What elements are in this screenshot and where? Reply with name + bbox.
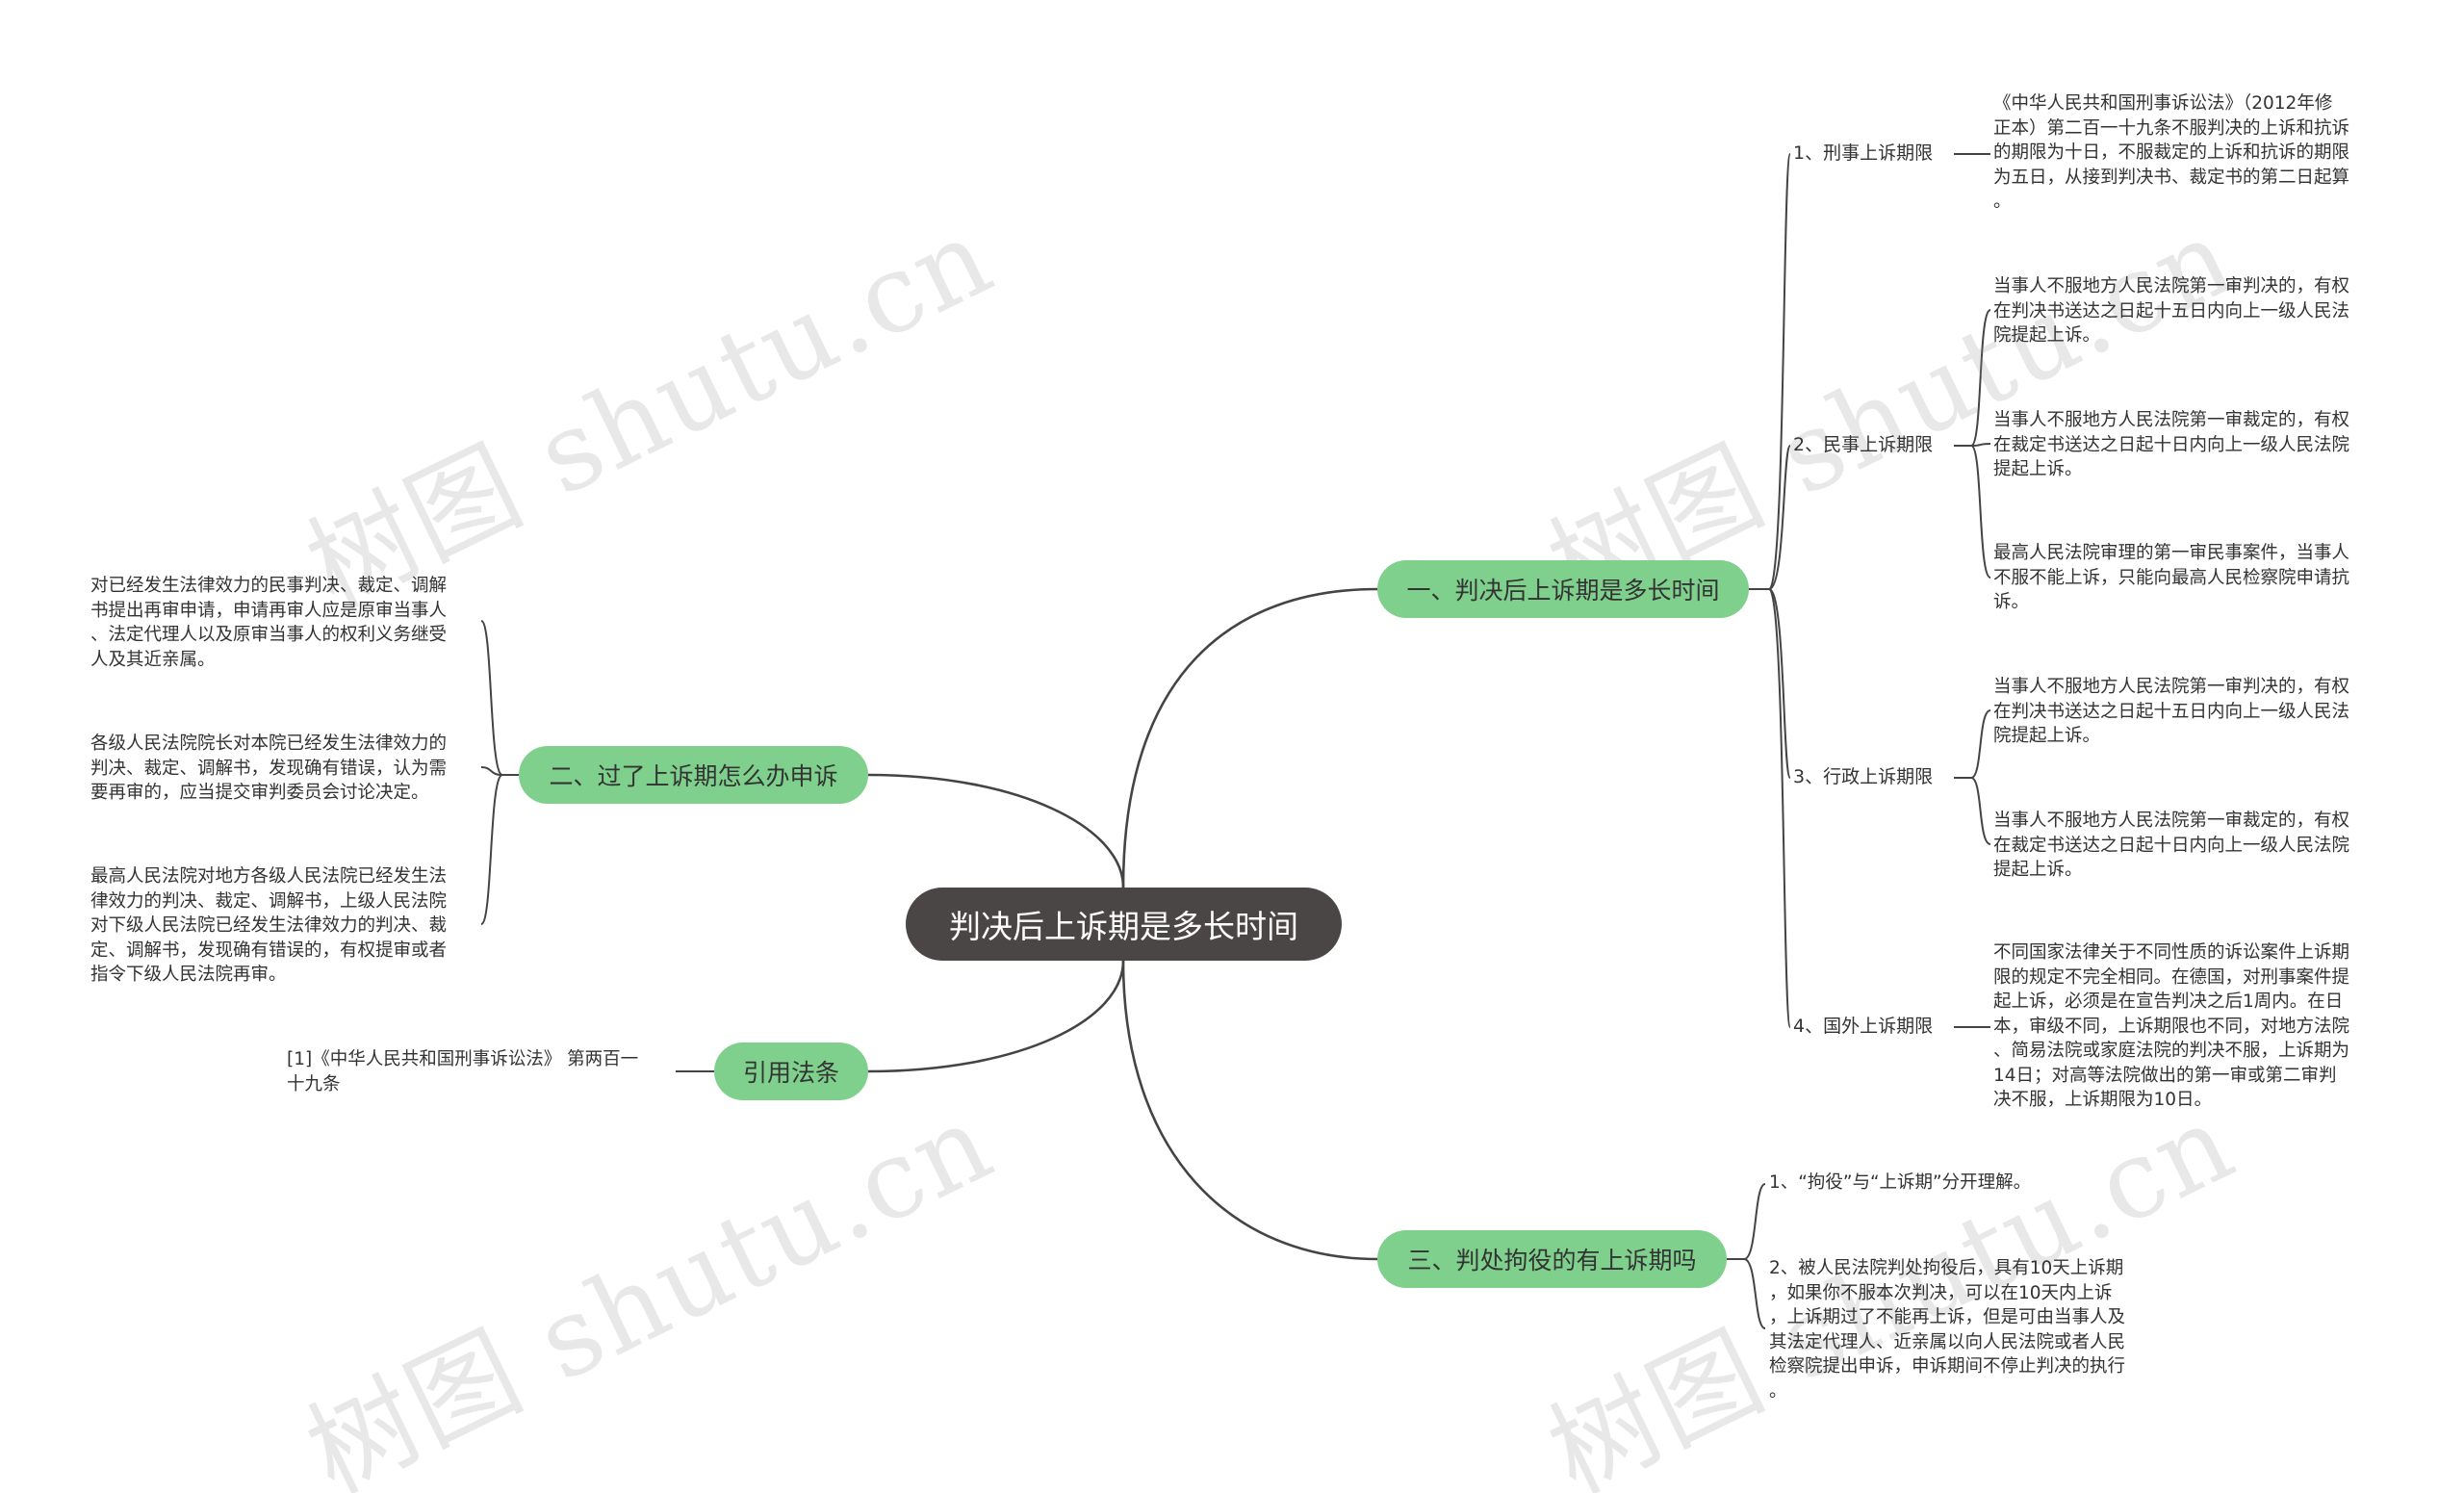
leaf-retrial-supreme-court: 最高人民法院对地方各级人民法院已经发生法 律效力的判决、裁定、调解书，上级人民法… [90,866,448,985]
sub-criminal-appeal[interactable]: 1、刑事上诉期限 [1793,142,1934,164]
edge-s3-leaf-b [1954,777,1991,845]
leaf-foreign-appeal-text: 不同国家法律关于不同性质的诉讼案件上诉期 限的规定不完全相同。在德国，对刑事案件… [1993,942,2350,1110]
leaf-admin-appeal-ruling: 当事人不服地方人民法院第一审裁定的，有权 在裁定书送达之日起十日内向上一级人民法… [1993,811,2350,880]
edge-b3-leaf-1 [1727,1183,1766,1260]
edge-b2-leaf-c [480,774,519,925]
edge-s3-leaf-a [1954,709,1991,779]
leaf-civil-appeal-judgment: 当事人不服地方人民法院第一审判决的，有权 在判决书送达之日起十五日内向上一级人民… [1993,276,2350,346]
edge-root-branch3 [1121,960,1378,1261]
leaf-civil-appeal-supreme: 最高人民法院审理的第一审民事案件，当事人 不服不能上诉，只能向最高人民检察院申请… [1993,543,2350,612]
edge-b1-s1 [1749,153,1791,590]
leaf-cited-law-text: [1]《中华人民共和国刑事诉讼法》 第两百一 十九条 [287,1049,639,1094]
leaf-civil-appeal-ruling: 当事人不服地方人民法院第一审裁定的，有权 在裁定书送达之日起十日内向上一级人民法… [1993,410,2350,479]
leaf-retrial-application: 对已经发生法律效力的民事判决、裁定、调解 书提出再审申请，申请再审人应是原审当事… [90,576,448,670]
edge-s2-leaf-a [1954,309,1991,447]
edge-b3-leaf-2 [1727,1258,1766,1329]
sub-civil-appeal[interactable]: 2、民事上诉期限 [1793,434,1934,455]
leaf-admin-appeal-judgment: 当事人不服地方人民法院第一审判决的，有权 在判决书送达之日起十五日内向上一级人民… [1993,677,2350,746]
edge-b2-leaf-a [480,620,519,776]
leaf-detention-point-1: 1、“拘役”与“上诉期”分开理解。 [1769,1172,2032,1193]
edge-s2-leaf-c [1954,445,1991,579]
edge-root-branch1 [1121,587,1378,888]
leaf-retrial-court-president: 各级人民法院院长对本院已经发生法律效力的 判决、裁定、调解书，发现确有错误，认为… [90,734,448,803]
leaf-detention-point-2: 2、被人民法院判处拘役后，具有10天上诉期 ，如果你不服本次判决，可以在10天内… [1769,1258,2126,1402]
leaf-criminal-appeal-text: 《中华人民共和国刑事诉讼法》（2012年修 正本）第二百一十九条不服判决的上诉和… [1993,93,2350,212]
branch-detention-appeal[interactable]: 三、判处拘役的有上诉期吗 [1377,1230,1727,1288]
branch-appeal-period[interactable]: 一、判决后上诉期是多长时间 [1377,560,1749,618]
sub-foreign-appeal[interactable]: 4、国外上诉期限 [1793,1016,1934,1037]
edge-b1-s2 [1749,445,1791,590]
branch-cited-law[interactable]: 引用法条 [714,1043,868,1100]
edge-root-branch2 [867,773,1125,888]
edge-b1-s3 [1749,588,1791,779]
branch-expired-appeal[interactable]: 二、过了上诉期怎么办申诉 [519,746,868,804]
edge-root-branch4 [867,960,1125,1073]
edge-b1-s4 [1749,588,1791,1028]
sub-administrative-appeal[interactable]: 3、行政上诉期限 [1793,766,1934,787]
root-topic[interactable]: 判决后上诉期是多长时间 [906,888,1342,961]
